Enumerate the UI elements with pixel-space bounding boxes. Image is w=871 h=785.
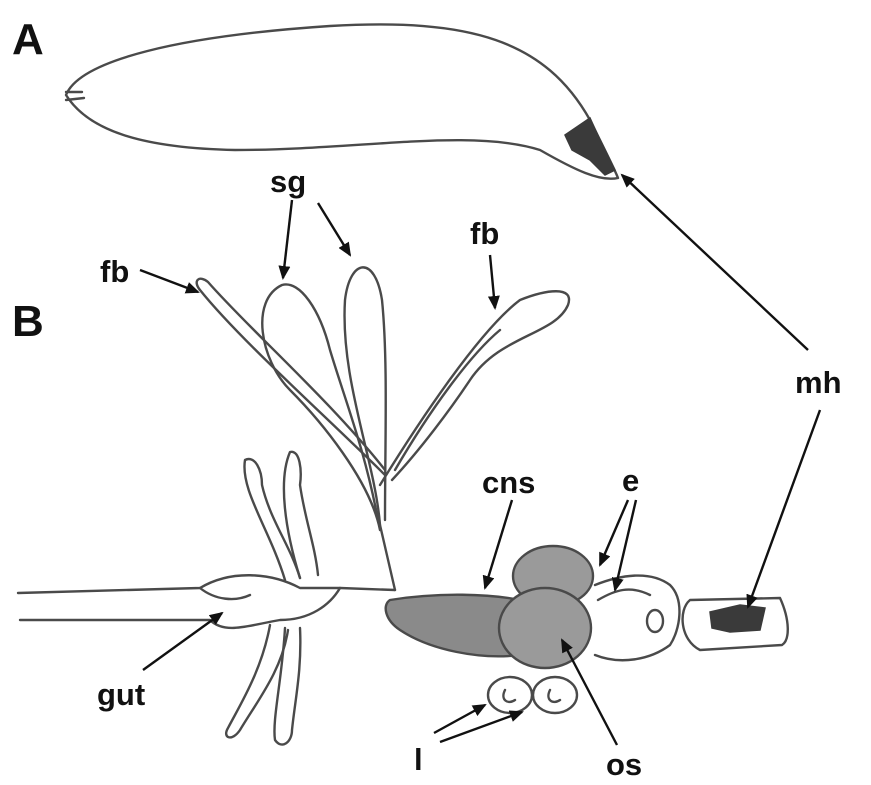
salivary-gland-right xyxy=(345,267,386,525)
eye-antennal-disc xyxy=(595,576,679,661)
label-fb-right: fb xyxy=(470,216,499,251)
label-gut: gut xyxy=(97,677,145,712)
gut-tube xyxy=(18,575,340,628)
label-os: os xyxy=(606,747,642,782)
lymph-gland xyxy=(533,677,577,713)
brain-lobe-lower xyxy=(499,588,591,668)
fat-body-right xyxy=(380,291,569,485)
panel-a-label: A xyxy=(12,15,44,64)
panel-b-label: B xyxy=(12,297,44,346)
gastric-caecum xyxy=(274,628,300,745)
panel-a-larva xyxy=(66,24,618,178)
annotation-arrows xyxy=(140,175,820,745)
gastric-caecum xyxy=(244,459,300,580)
label-cns: cns xyxy=(482,465,535,500)
label-mh: mh xyxy=(795,365,842,400)
label-l: l xyxy=(414,742,423,777)
gastric-caecum xyxy=(284,452,318,578)
label-sg: sg xyxy=(270,164,306,199)
panel-b-dissection xyxy=(18,267,788,744)
fat-body-left xyxy=(197,279,385,475)
label-fb-left: fb xyxy=(100,254,129,289)
salivary-gland-left xyxy=(262,284,380,530)
label-e: e xyxy=(622,463,639,498)
lymph-gland xyxy=(488,677,532,713)
